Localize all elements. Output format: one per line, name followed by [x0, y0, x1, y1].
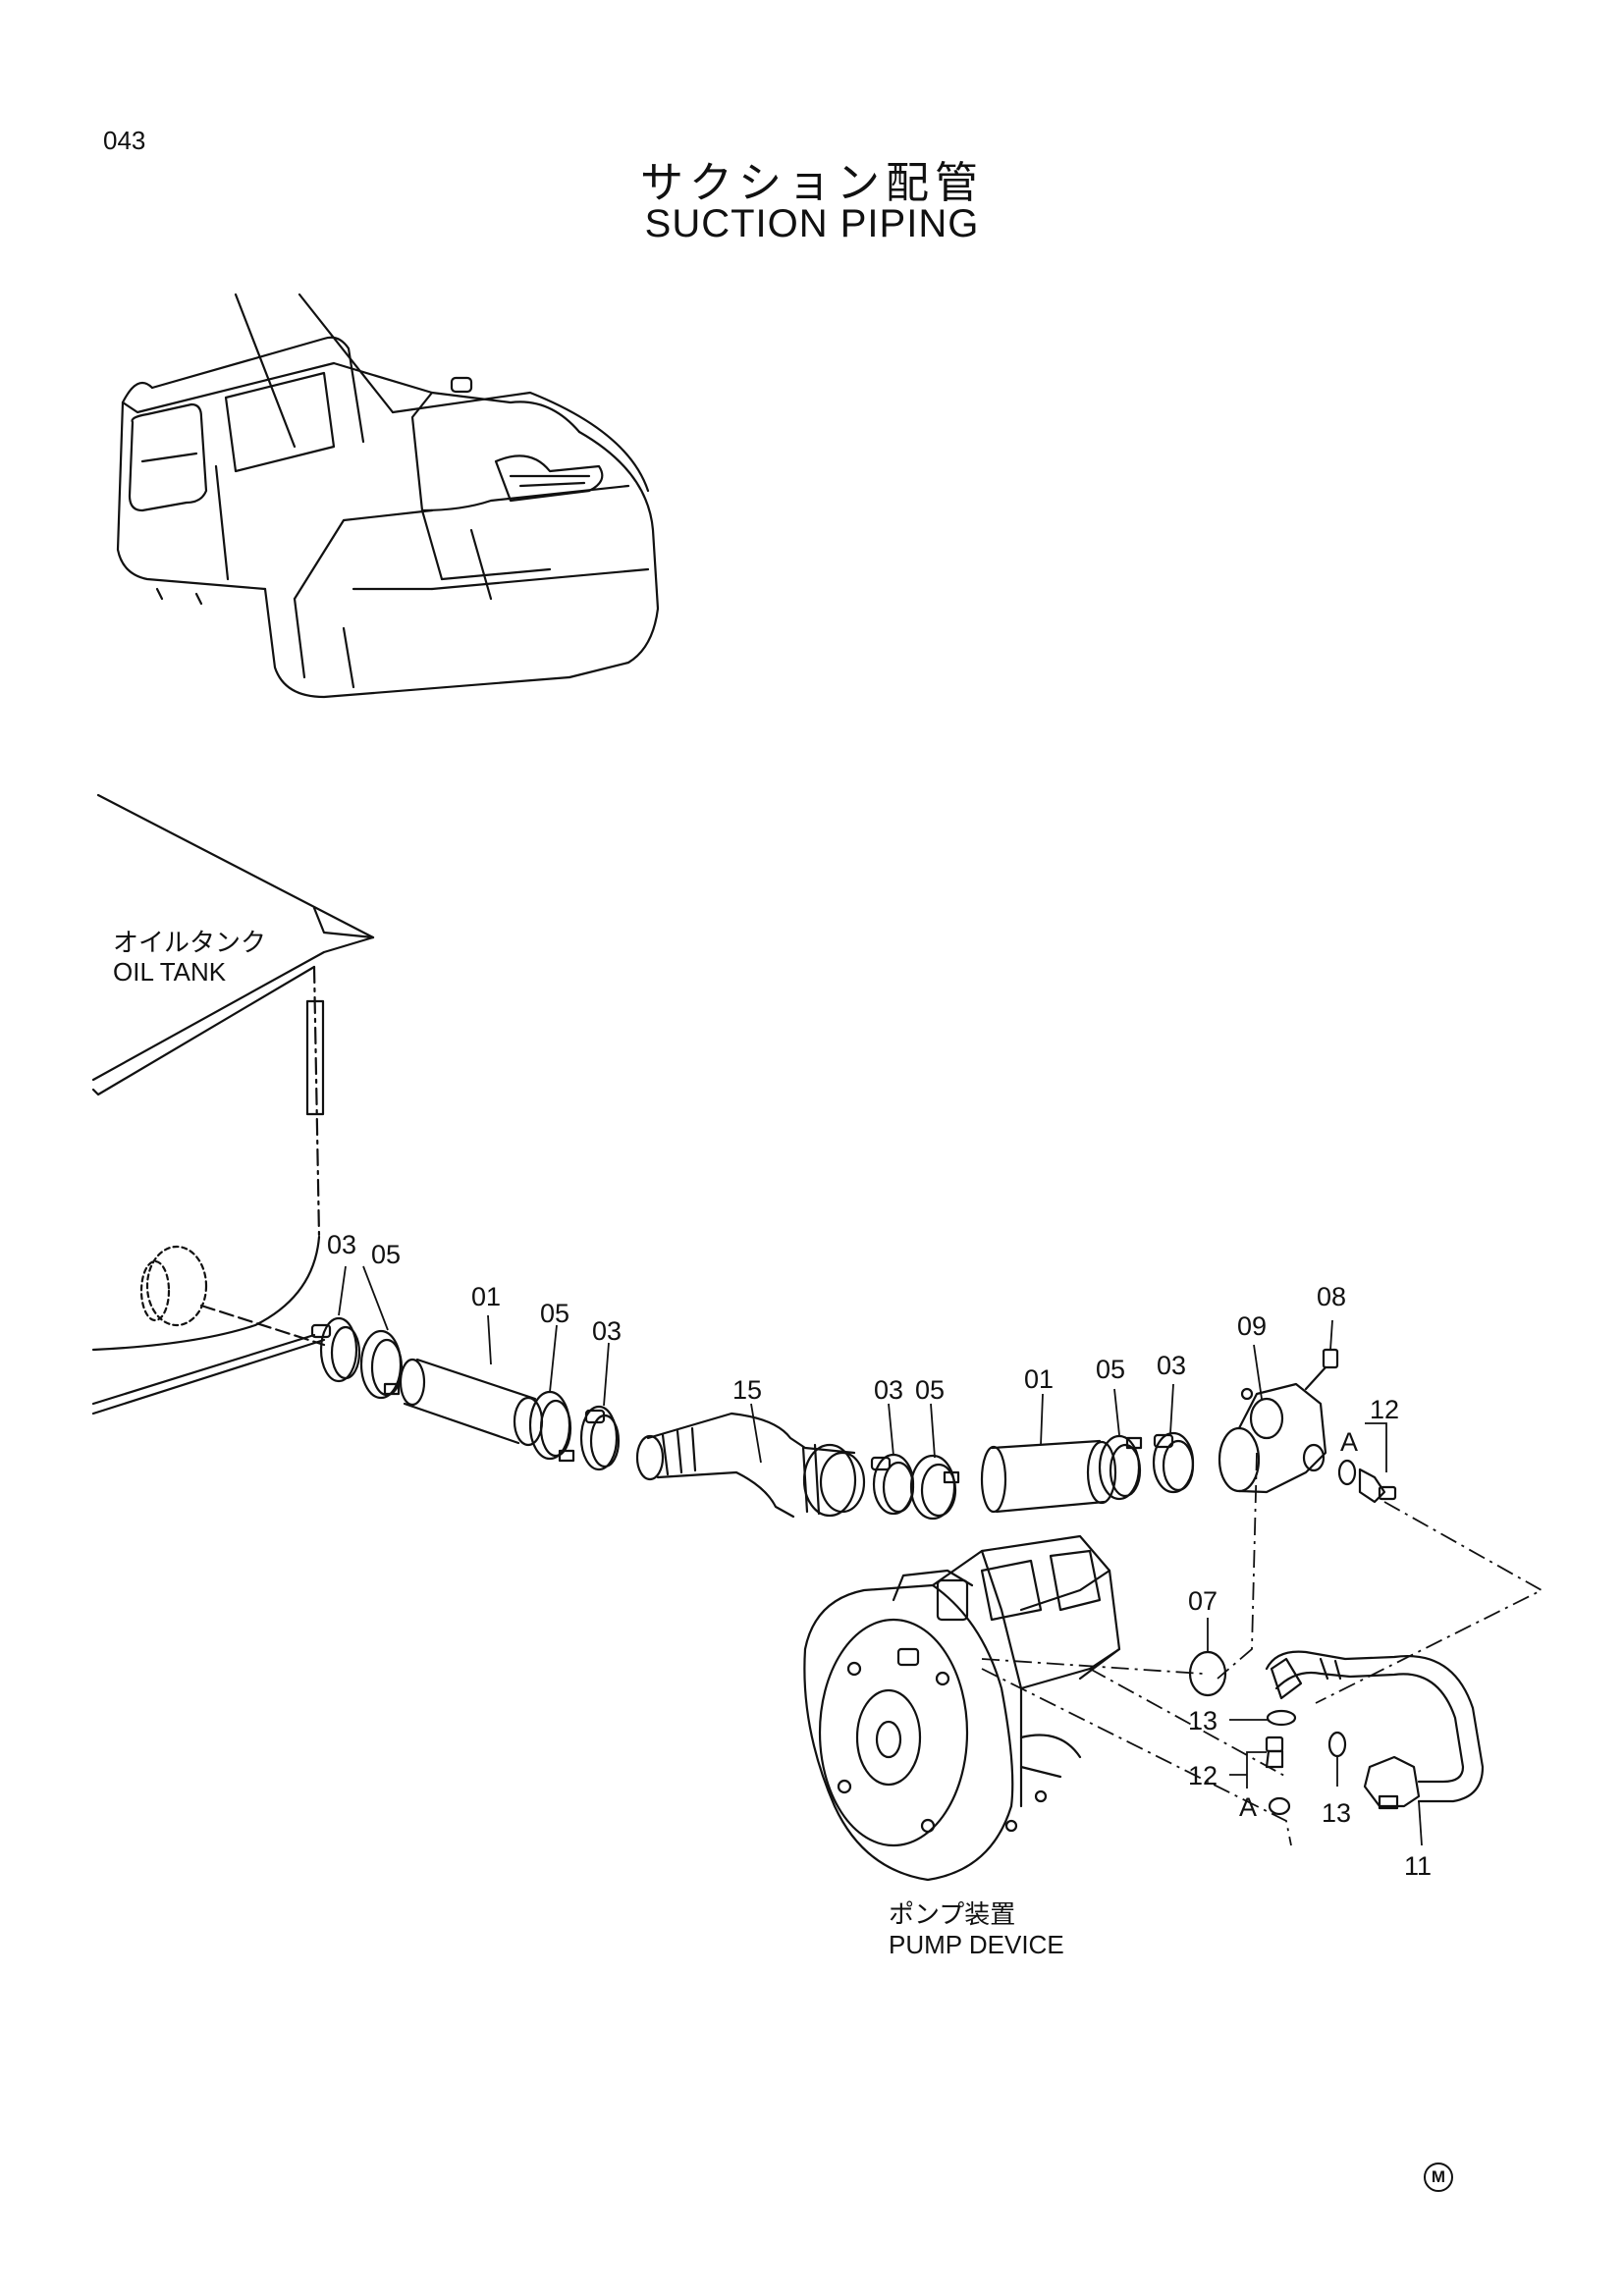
callout-01: 01	[1024, 1364, 1054, 1394]
oil-tank-outline	[91, 793, 375, 1415]
fitting-12-b	[1265, 1735, 1284, 1769]
clamp-05-c	[909, 1454, 960, 1521]
callout-15: 15	[732, 1375, 762, 1405]
callout-13: 13	[1188, 1706, 1218, 1735]
callout-03: 03	[874, 1375, 903, 1405]
callout-05: 05	[371, 1240, 401, 1269]
callout-05: 05	[1096, 1355, 1125, 1384]
fitting-12-a	[1337, 1459, 1397, 1504]
callout-07: 07	[1188, 1586, 1218, 1616]
hose-01-a	[399, 1358, 544, 1447]
oring-13-c	[1268, 1796, 1291, 1816]
bolt-08	[1304, 1348, 1339, 1391]
pump-device-label-jp: ポンプ装置	[889, 1900, 1016, 1930]
callout-13: 13	[1322, 1798, 1351, 1828]
view-a-label: A	[1340, 1427, 1358, 1457]
clamp-03-d	[1152, 1431, 1195, 1494]
callout-08: 08	[1317, 1282, 1346, 1311]
excavator-overview	[116, 293, 660, 699]
callout-11: 11	[1404, 1851, 1432, 1881]
oring-07	[1188, 1650, 1227, 1697]
flange-09	[1218, 1382, 1327, 1494]
pump-device	[803, 1534, 1121, 1882]
page-title-jp: サクション配管	[640, 158, 984, 208]
oring-13-b	[1327, 1731, 1347, 1758]
callout-12: 12	[1188, 1761, 1218, 1790]
hose-01-b	[980, 1439, 1117, 1514]
view-a-label: A	[1239, 1792, 1257, 1822]
callout-05: 05	[915, 1375, 945, 1405]
callout-05: 05	[540, 1299, 569, 1328]
clamp-03-c	[870, 1453, 915, 1516]
oil-tank-label: OIL TANK	[113, 957, 227, 987]
pump-device-label: PUMP DEVICE	[889, 1930, 1064, 1959]
page-title-en: SUCTION PIPING	[644, 202, 980, 245]
page-number: 043	[103, 126, 146, 155]
hose-15	[635, 1412, 866, 1519]
hose-11	[1265, 1650, 1485, 1810]
oil-tank-label-jp: オイルタンク	[113, 929, 267, 958]
callout-09: 09	[1237, 1311, 1267, 1341]
callout-03: 03	[592, 1316, 622, 1346]
oring-13-a	[1266, 1709, 1297, 1727]
manufacturer-mark: M	[1424, 2163, 1453, 2192]
callout-01: 01	[471, 1282, 501, 1311]
callout-03: 03	[1157, 1351, 1186, 1380]
clamp-05-a	[359, 1329, 404, 1400]
callout-12: 12	[1370, 1395, 1399, 1424]
clamp-05-d	[1098, 1434, 1143, 1501]
clamp-03-a	[310, 1316, 361, 1383]
callout-03: 03	[327, 1230, 356, 1259]
clamp-03-b	[579, 1405, 621, 1471]
clamp-05-b	[528, 1390, 575, 1463]
callout-labels: 03 05 01 05 03 15 03 05 01 05 03 09 08 1…	[327, 1230, 1432, 1881]
